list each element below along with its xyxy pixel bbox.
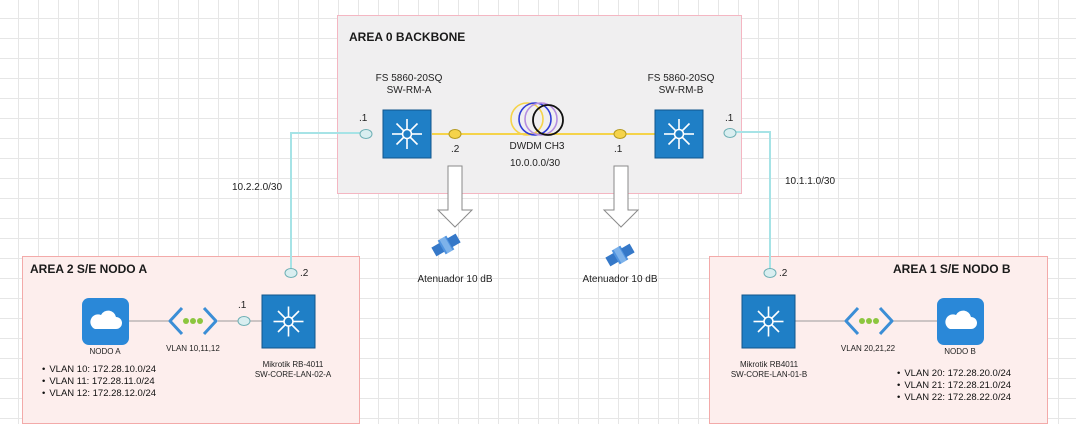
- ip-area1-uplink: .2: [779, 268, 788, 279]
- vlan-connector-icon[interactable]: [844, 306, 894, 336]
- attenuator-label-b: Atenuador 10 dB: [582, 274, 658, 285]
- port-sw-a-left[interactable]: [359, 129, 373, 139]
- list-item: VLAN 20: 172.28.20.0/24: [897, 368, 1011, 380]
- list-item: VLAN 10: 172.28.10.0/24: [42, 364, 156, 376]
- switch-icon[interactable]: [261, 294, 316, 349]
- port-sw-b-right[interactable]: [723, 128, 737, 138]
- attenuator-label-a: Atenuador 10 dB: [417, 274, 493, 285]
- switch-area1-model: Mikrotik RB4011: [739, 360, 799, 369]
- vlan-list-area2: VLAN 10: 172.28.10.0/24 VLAN 11: 172.28.…: [42, 364, 156, 400]
- down-arrow-icon: [602, 165, 640, 228]
- switch-icon[interactable]: [741, 294, 796, 349]
- dwdm-label: DWDM CH3: [509, 141, 565, 152]
- down-arrow-icon: [436, 165, 474, 228]
- ip-sw-b-right: .1: [725, 113, 734, 124]
- ip-area2-uplink: .2: [300, 268, 309, 279]
- switch-b-model: FS 5860-20SQ: [647, 73, 715, 84]
- switch-icon[interactable]: [654, 109, 704, 159]
- list-item: VLAN 11: 172.28.11.0/24: [42, 376, 156, 388]
- right-link-subnet: 10.1.1.0/30: [785, 176, 836, 187]
- switch-b-name: SW-RM-B: [658, 85, 704, 96]
- switch-icon[interactable]: [382, 109, 432, 159]
- switch-area1-label: Mikrotik RB4011 SW-CORE-LAN-01-B: [731, 360, 807, 380]
- port-sw-b-left[interactable]: [613, 129, 627, 139]
- uplink-right: [730, 131, 771, 273]
- list-item: VLAN 22: 172.28.22.0/24: [897, 392, 1011, 404]
- port-area2-vlan[interactable]: [237, 316, 251, 326]
- switch-a-label: FS 5860-20SQ SW-RM-A: [376, 73, 443, 97]
- switch-a-model: FS 5860-20SQ: [375, 73, 443, 84]
- cloud-icon[interactable]: [82, 298, 129, 345]
- dwdm-subnet: 10.0.0.0/30: [509, 158, 561, 169]
- switch-area2-model: Mikrotik RB-4011: [262, 360, 324, 369]
- vlan-list-area1: VLAN 20: 172.28.20.0/24 VLAN 21: 172.28.…: [897, 368, 1011, 404]
- list-item: VLAN 12: 172.28.12.0/24: [42, 388, 156, 400]
- list-item: VLAN 21: 172.28.21.0/24: [897, 380, 1011, 392]
- ip-sw-a-right: .2: [451, 144, 460, 155]
- port-sw-a-right[interactable]: [448, 129, 462, 139]
- area-0-title: AREA 0 BACKBONE: [349, 30, 466, 44]
- ip-sw-b-left: .1: [614, 144, 623, 155]
- vlan-connector-icon[interactable]: [168, 306, 218, 336]
- cloud-label-nodo-a: NODO A: [89, 347, 121, 356]
- uplink-left: [290, 132, 366, 273]
- ip-area2-vlan: .1: [238, 300, 247, 311]
- ip-sw-a-left: .1: [359, 113, 368, 124]
- switch-a-name: SW-RM-A: [386, 85, 432, 96]
- left-link-subnet: 10.2.2.0/30: [232, 182, 283, 193]
- port-area2-uplink[interactable]: [284, 268, 298, 278]
- area-1-title: AREA 1 S/E NODO B: [893, 262, 1011, 276]
- area-2-title: AREA 2 S/E NODO A: [30, 262, 148, 276]
- cloud-label-nodo-b: NODO B: [944, 347, 976, 356]
- vlan-link-label-a: VLAN 10,11,12: [166, 344, 220, 353]
- switch-area1-name: SW-CORE-LAN-01-B: [730, 370, 808, 379]
- fiber-coil-icon: [510, 102, 564, 136]
- vlan-link-label-b: VLAN 20,21,22: [840, 344, 896, 353]
- port-area1-uplink[interactable]: [763, 268, 777, 278]
- attenuator-icon[interactable]: [604, 241, 636, 269]
- switch-area2-label: Mikrotik RB-4011 SW-CORE-LAN-02-A: [255, 360, 331, 380]
- attenuator-icon[interactable]: [430, 231, 462, 259]
- switch-area2-name: SW-CORE-LAN-02-A: [254, 370, 332, 379]
- cloud-icon[interactable]: [937, 298, 984, 345]
- area-0-backbone: [337, 15, 742, 194]
- switch-b-label: FS 5860-20SQ SW-RM-B: [648, 73, 715, 97]
